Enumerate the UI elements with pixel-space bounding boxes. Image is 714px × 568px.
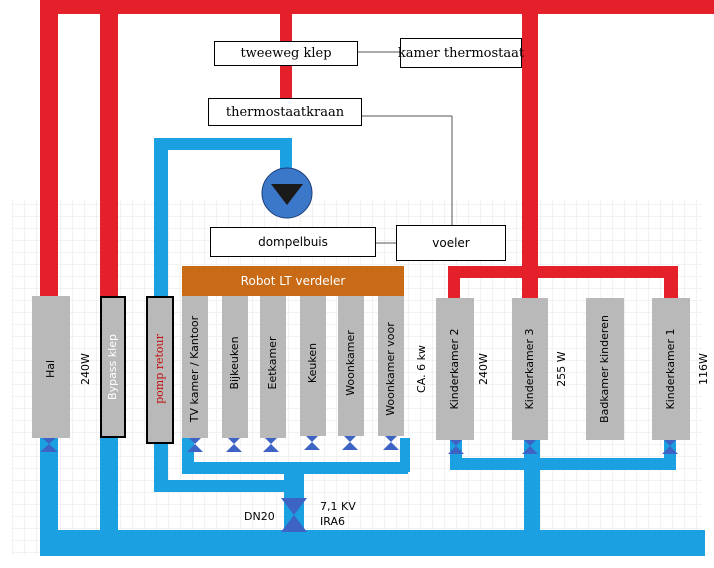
unit-badkamer-kinderen [586,298,624,440]
unit-pomp-retour [146,296,174,444]
return-pipe [400,438,410,472]
supply-pipe [280,62,292,98]
supply-pipe [448,266,678,278]
valve-icon [187,436,203,444]
valve-icon [662,446,678,454]
unit-name: Woonkamer voor [384,322,397,416]
unit-tv-kamer [182,296,208,438]
valve-icon [522,438,538,446]
unit-name: Kinderkamer 1 [664,328,677,410]
return-pipe [100,438,118,538]
return-pipe [154,480,294,492]
valve-icon [448,438,464,446]
dn20-label: DN20 [244,510,275,523]
unit-bijkeuken [222,296,248,438]
unit-name: Badkamer kinderen [598,315,611,423]
supply-pipe [664,266,678,300]
valve-icon [342,434,358,442]
unit-power: 255 W [555,351,568,387]
valve-icon [226,436,242,444]
return-pipe [284,462,304,532]
unit-hal [32,296,70,438]
return-pipe [280,138,292,170]
balancing-valve-icon [281,498,307,515]
return-pipe [40,438,58,538]
tweeweg-klep-label: tweeweg klep [214,41,358,66]
unit-power: 240W [477,353,490,385]
supply-pipe [40,0,714,14]
unit-name: Woonkamer [344,330,357,396]
return-pipe [450,458,676,470]
unit-name: Bijkeuken [228,336,241,390]
unit-eetkamer [260,296,286,438]
signal-lines [357,51,453,244]
unit-bypass-klep [100,296,126,438]
supply-pipe [448,266,460,300]
valve-icon [342,442,358,450]
unit-name: Keuken [306,342,319,384]
balancing-valve-icon [281,515,307,532]
unit-name: Eetkamer [266,336,279,390]
unit-name: Bypass klep [106,334,119,400]
valve-icon [40,444,58,452]
unit-name: Hal [44,359,57,379]
valve-icon [263,444,279,452]
ira6-label: IRA6 [320,515,345,528]
unit-kinderkamer-2 [436,298,474,440]
dompelbuis-label: dompelbuis [210,227,376,257]
unit-kinderkamer-3 [512,298,548,440]
supply-pipe [522,0,538,300]
unit-name: Kinderkamer 3 [523,328,536,410]
thermostaatkraan-label: thermostaatkraan [208,98,362,126]
unit-power: CA. 6 kw [415,345,428,393]
valve-icon [383,434,399,442]
valve-icon [383,442,399,450]
supply-pipe [280,0,292,42]
kamer-thermostaat-label: kamer thermostaat [398,38,524,68]
manifold: Robot LT verdeler [182,266,404,296]
valve-icon [304,434,320,442]
unit-power: 240W [79,353,92,385]
unit-keuken [300,296,326,436]
unit-name: TV kamer / Kantoor [188,315,201,423]
supply-pipes [40,0,714,300]
unit-name: pomp retour [153,334,166,404]
valve-icon [187,444,203,452]
return-pipe [524,438,540,538]
valve-icon [40,436,58,444]
kv-label: 7,1 KV [320,500,356,513]
valve-icon [304,442,320,450]
valve-icon [226,444,242,452]
valve-icon [662,438,678,446]
pump-icon [261,167,313,219]
unit-name: Kinderkamer 2 [448,328,461,410]
unit-kinderkamer-1 [652,298,690,440]
valve-icon [263,436,279,444]
supply-pipe [100,0,118,300]
supply-pipe [40,0,58,300]
unit-power: 116W [697,353,710,385]
return-pipe [40,530,705,556]
return-pipe [154,138,290,150]
valve-icon [448,446,464,454]
unit-woonkamer [338,296,364,436]
valve-icon [522,446,538,454]
valves [40,434,678,532]
voeler-label: voeler [396,225,506,261]
unit-woonkamer-voor [378,296,404,436]
